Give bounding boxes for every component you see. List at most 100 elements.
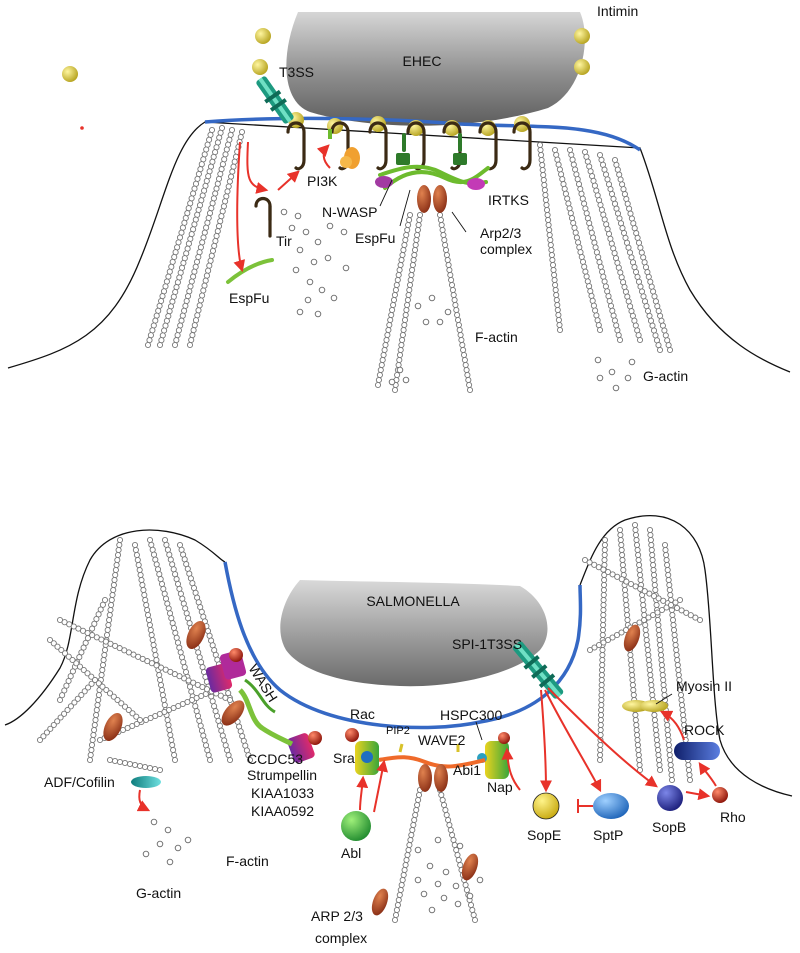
espfu-left-label: EspFu [229, 290, 269, 306]
actin-bead [655, 751, 662, 759]
actin-bead [195, 170, 202, 178]
actin-bead [579, 258, 587, 265]
g-actin-monomer [296, 308, 304, 316]
actin-bead [676, 596, 684, 604]
ccdc53-label: CCDC53 [247, 751, 303, 767]
actin-bead [402, 311, 409, 319]
actin-bead [655, 342, 662, 349]
actin-bead [136, 566, 143, 574]
salmonella-label: SALMONELLA [366, 593, 460, 609]
g-actin-monomer [466, 892, 474, 900]
actin-bead [203, 146, 210, 153]
actin-bead [660, 681, 667, 689]
actin-bead [65, 653, 72, 660]
actin-bead [174, 332, 181, 339]
actin-bead [637, 571, 644, 579]
actin-bead [103, 631, 111, 639]
actin-bead [192, 317, 200, 324]
tir-green-tag [328, 129, 332, 139]
actin-bead [192, 703, 199, 710]
actin-bead [650, 566, 657, 574]
actin-bead [600, 566, 607, 573]
g-actin-monomer [314, 310, 322, 318]
actin-bead [116, 541, 123, 549]
actin-bead [174, 244, 181, 251]
actin-bead [207, 257, 214, 264]
actin-bead [678, 696, 685, 704]
actin-bead [375, 376, 382, 384]
actin-bead [152, 651, 159, 659]
actin-bead [539, 161, 546, 169]
actin-bead [629, 671, 636, 679]
actin-bead [110, 693, 117, 700]
intimin-bead [252, 59, 268, 75]
intimin-label: Intimin [597, 3, 638, 19]
actin-bead [601, 536, 609, 544]
actin-bead [191, 268, 198, 275]
actin-bead [204, 219, 211, 226]
actin-bead [197, 722, 204, 729]
pi3k-subunit [340, 156, 352, 168]
actin-bead [54, 718, 61, 725]
actin-bead [658, 606, 666, 614]
actin-bead [198, 197, 205, 204]
actin-bead [616, 215, 623, 222]
actin-bead [222, 198, 229, 205]
actin-bead [635, 746, 642, 754]
actin-bead [680, 711, 687, 719]
actin-bead [547, 241, 554, 249]
actin-bead [146, 536, 154, 544]
myosin-label: Myosin II [676, 678, 732, 694]
actin-bead [616, 171, 623, 178]
actin-bead [158, 686, 166, 694]
actin-bead [179, 312, 186, 319]
actin-bead [652, 726, 659, 734]
actin-bead [227, 131, 234, 138]
actin-bead [597, 746, 604, 754]
actin-bead [220, 203, 227, 210]
actin-bead [584, 158, 591, 165]
actin-bead [570, 161, 577, 168]
g-actin-monomer [402, 376, 410, 384]
actin-bead [393, 281, 400, 289]
actin-bead [556, 321, 563, 329]
actin-bead [190, 273, 197, 280]
actin-bead [599, 631, 606, 639]
actin-bead [644, 307, 652, 315]
actin-bead [146, 621, 153, 629]
actin-bead [403, 231, 410, 239]
actin-bead [142, 596, 149, 604]
actin-bead [663, 604, 670, 611]
actin-bead [641, 588, 648, 595]
actin-bead [54, 643, 61, 650]
actin-bead [595, 641, 603, 649]
actin-bead [93, 706, 100, 714]
actin-bead [207, 131, 214, 138]
sopb-label: SopB [652, 819, 686, 835]
actin-bead [624, 611, 631, 619]
actin-bead [183, 610, 190, 617]
actin-bead [609, 571, 616, 578]
actin-bead [650, 571, 658, 579]
actin-bead [71, 699, 78, 706]
actin-bead [217, 170, 224, 178]
actin-bead [184, 210, 191, 217]
actin-bead [442, 241, 449, 249]
actin-bead [144, 606, 151, 614]
actin-bead [660, 597, 667, 604]
actin-bead [636, 566, 643, 574]
actin-bead [647, 531, 654, 539]
actin-bead [640, 616, 648, 624]
actin-bead [605, 230, 613, 237]
actin-bead [181, 307, 188, 314]
actin-bead [555, 311, 562, 319]
host-cell-outline-top [7, 121, 791, 373]
actin-bead [222, 151, 229, 158]
actin-bead [602, 171, 610, 178]
host-cell-outline-bottom [4, 515, 793, 797]
actin-bead [143, 601, 150, 609]
actin-bead [648, 686, 655, 694]
actin-bead [540, 171, 547, 179]
actin-bead [595, 254, 602, 261]
actin-bead [193, 258, 201, 265]
